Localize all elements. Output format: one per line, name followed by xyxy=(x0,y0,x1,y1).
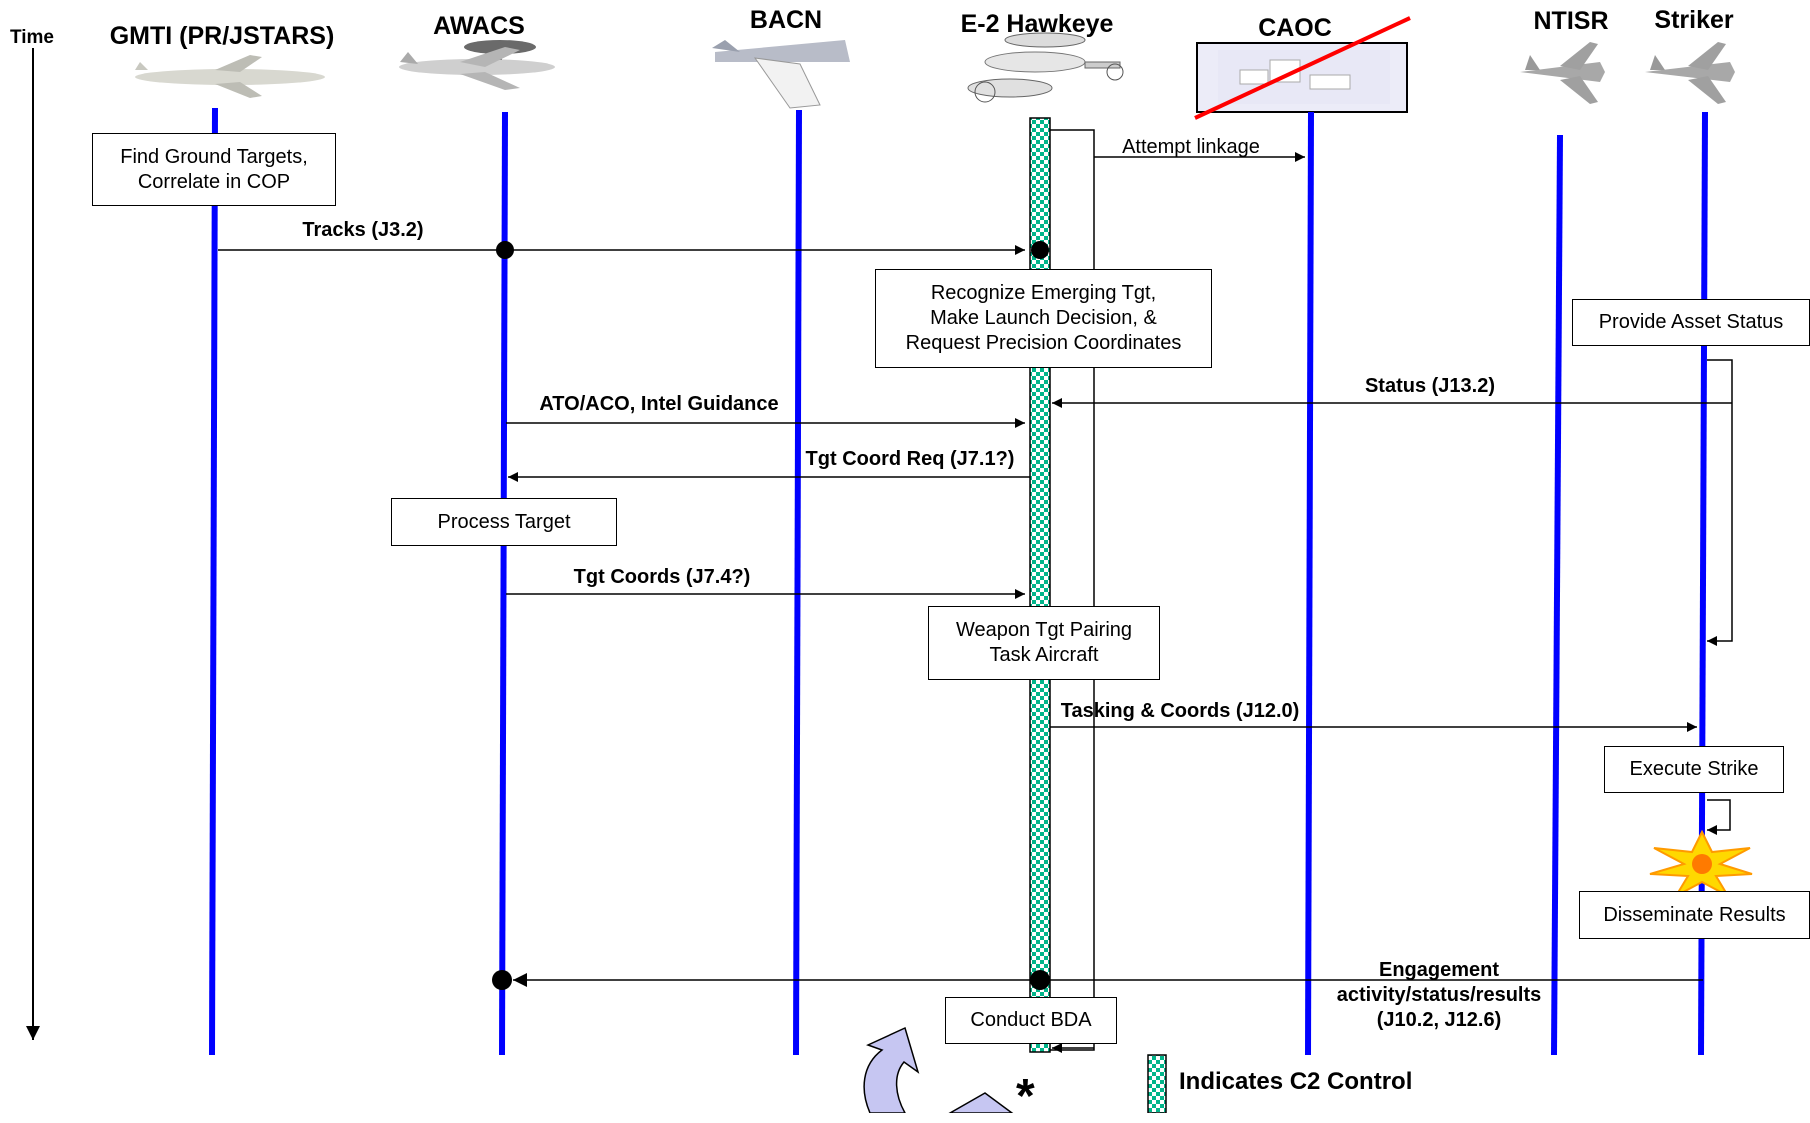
striker-strike-loop xyxy=(1707,799,1731,835)
msg-tgt-coords-label: Tgt Coords (J7.4?) xyxy=(573,566,751,588)
explosion-core xyxy=(1692,854,1712,874)
actor-bacn-name: BACN xyxy=(749,6,823,34)
tracks-dot-awacs xyxy=(496,241,514,259)
curved-arrow-up-icon xyxy=(863,1026,920,1113)
engagement-dot-awacs xyxy=(492,970,512,990)
engagement-dot-e2 xyxy=(1030,970,1050,990)
triangle-arrow-icon xyxy=(948,1092,1014,1113)
activity-execute-strike: Execute Strike xyxy=(1604,746,1784,793)
msg-engagement-label: Engagement activity/status/results (J10.… xyxy=(1336,959,1542,1031)
lifeline-gmti xyxy=(209,107,218,1056)
msg-tgt-coord-req-label: Tgt Coord Req (J7.1?) xyxy=(805,448,1015,470)
striker-aircraft-icon xyxy=(1645,42,1735,104)
actor-awacs-name: AWACS xyxy=(433,12,525,40)
lifeline-awacs xyxy=(499,111,508,1056)
activity-provide-asset-status: Provide Asset Status xyxy=(1572,299,1810,346)
actor-gmti-name: GMTI (PR/JSTARS) xyxy=(109,22,335,50)
actor-ntisr-name: NTISR xyxy=(1533,7,1609,35)
activity-process-target: Process Target xyxy=(391,498,617,546)
legend-c2-swatch xyxy=(1147,1054,1167,1113)
striker-status-loop xyxy=(1707,359,1733,646)
activity-find-ground-targets: Find Ground Targets, Correlate in COP xyxy=(92,133,336,206)
activity-conduct-bda: Conduct BDA xyxy=(945,997,1117,1044)
activity-weapon-tgt-pairing: Weapon Tgt Pairing Task Aircraft xyxy=(928,606,1160,680)
asterisk-mark: * xyxy=(1016,1070,1035,1123)
ntisr-aircraft-icon xyxy=(1520,42,1605,104)
activity-disseminate-results: Disseminate Results xyxy=(1579,891,1810,939)
actor-striker-name: Striker xyxy=(1654,6,1734,34)
activity-recognize-emerging-tgt: Recognize Emerging Tgt, Make Launch Deci… xyxy=(875,269,1212,368)
msg-ato-aco-label: ATO/ACO, Intel Guidance xyxy=(539,393,779,415)
actor-e2-name: E-2 Hawkeye xyxy=(960,10,1114,38)
awacs-aircraft-icon xyxy=(399,40,555,90)
legend-c2-label: Indicates C2 Control xyxy=(1179,1068,1413,1095)
caoc-facility-icon xyxy=(1194,16,1411,120)
actor-caoc-name: CAOC xyxy=(1258,14,1332,42)
msg-attempt-linkage-label: Attempt linkage xyxy=(1122,136,1260,158)
lifeline-ntisr xyxy=(1551,134,1563,1056)
msg-tasking-coords-label: Tasking & Coords (J12.0) xyxy=(1060,700,1300,722)
lifeline-caoc xyxy=(1305,111,1314,1056)
lifeline-bacn xyxy=(793,109,802,1056)
msg-status-label: Status (J13.2) xyxy=(1364,375,1496,397)
bacn-aircraft-icon xyxy=(712,40,850,109)
e2-hawkeye-aircraft-icon xyxy=(967,32,1124,103)
tracks-dot-e2 xyxy=(1031,241,1049,259)
time-axis-label: Time xyxy=(10,27,55,48)
gmti-aircraft-icon xyxy=(135,55,325,98)
msg-tracks-label: Tracks (J3.2) xyxy=(302,219,424,241)
